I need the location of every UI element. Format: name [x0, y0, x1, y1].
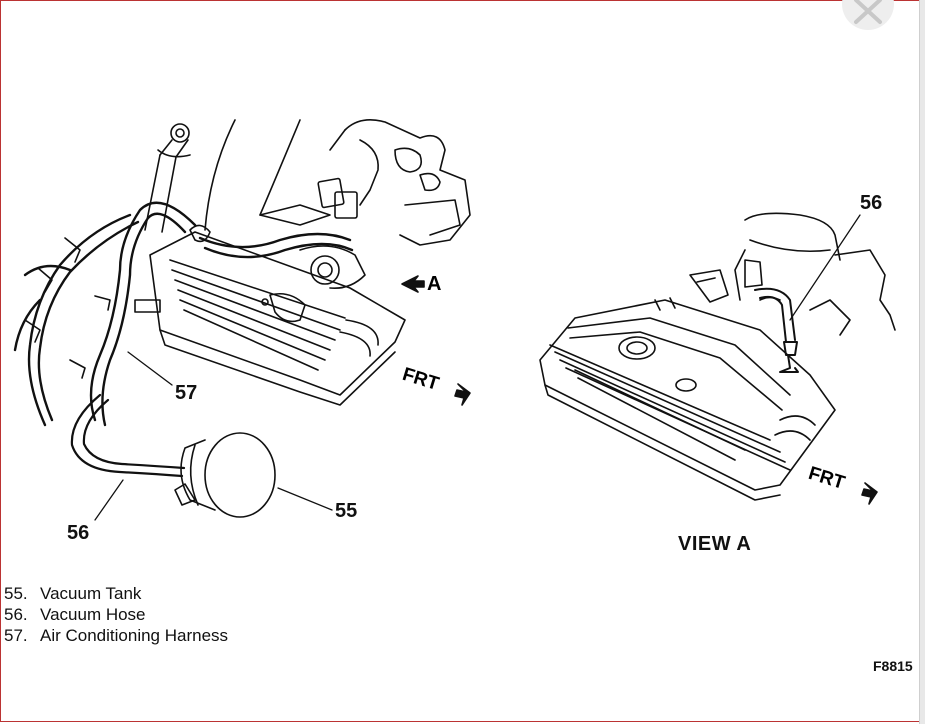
- legend-item: 56. Vacuum Hose: [4, 606, 146, 623]
- leader-lines-main: [94, 351, 333, 521]
- legend-number: 57.: [4, 626, 28, 645]
- frt-arrows: [454, 383, 878, 505]
- view-a-caption: VIEW A: [678, 533, 752, 555]
- valve-cover-view-a: [539, 299, 836, 501]
- harness-clips: [24, 224, 211, 379]
- legend-text: Vacuum Tank: [40, 584, 142, 603]
- valve-cover-main: [149, 231, 406, 406]
- legend-text: Air Conditioning Harness: [40, 626, 229, 645]
- view-arrow-a: [401, 275, 425, 293]
- figure-code: F8815: [873, 658, 913, 674]
- vacuum-hose-view-a: [754, 287, 799, 373]
- vacuum-tank: [174, 432, 276, 518]
- callout-57: 57: [175, 382, 198, 404]
- legend-item: 57. Air Conditioning Harness: [4, 627, 228, 644]
- legend-text: Vacuum Hose: [40, 605, 146, 624]
- legend-number: 56.: [4, 605, 28, 624]
- engine-intake-view-a: [654, 212, 896, 336]
- connectors: [259, 177, 366, 323]
- vacuum-hose-main: [70, 393, 186, 478]
- close-icon: [854, 0, 882, 24]
- legend-item: 55. Vacuum Tank: [4, 585, 141, 602]
- leader-lines-view-a: [789, 214, 861, 321]
- engine-intake-main: [204, 119, 471, 246]
- ac-harness: [13, 201, 354, 427]
- close-button[interactable]: [842, 0, 894, 30]
- view-marker-label: A: [427, 273, 442, 295]
- callout-56-view-a: 56: [860, 192, 883, 214]
- callout-55: 55: [335, 500, 358, 522]
- legend-number: 55.: [4, 584, 28, 603]
- callout-56-main: 56: [67, 522, 90, 544]
- scrollbar[interactable]: [919, 0, 925, 724]
